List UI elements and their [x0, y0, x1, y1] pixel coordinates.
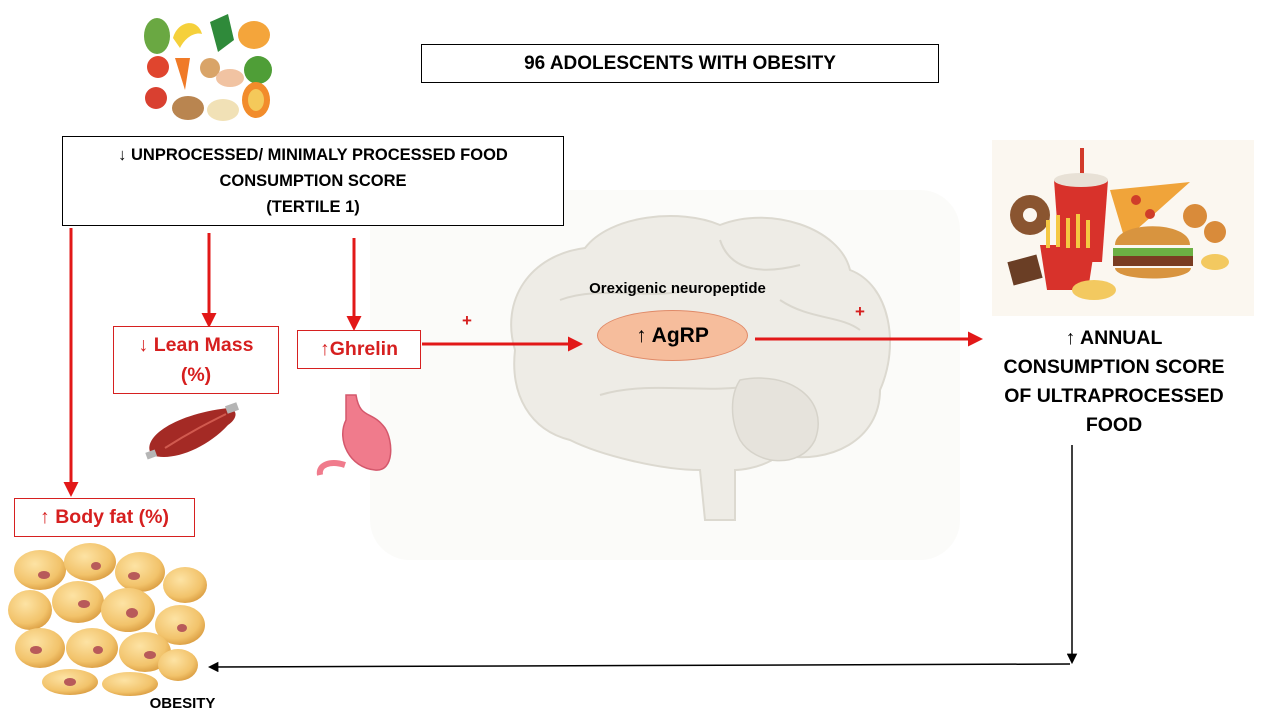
- agrp-label: ↑ AgRP: [636, 323, 709, 347]
- food-box-line-1: ↓ UNPROCESSED/ MINIMALY PROCESSED FOOD: [118, 146, 508, 164]
- ultraprocessed-consumption-text: ↑ ANNUAL CONSUMPTION SCORE OF ULTRAPROCE…: [990, 324, 1238, 440]
- body-fat-label: ↑ Body fat (%): [40, 506, 169, 528]
- obesity-label: OBESITY: [149, 695, 216, 712]
- orexigenic-label: Orexigenic neuropeptide: [589, 280, 766, 297]
- ghrelin-box: ↑Ghrelin: [297, 330, 421, 369]
- arrow-left-to-obesity: [207, 661, 1071, 673]
- agrp-node: ↑ AgRP: [597, 310, 748, 361]
- arrows-red: [63, 228, 983, 497]
- food-box-line-3: (TERTILE 1): [266, 198, 360, 216]
- body-fat-box: ↑ Body fat (%): [14, 498, 195, 537]
- plus-sign-agrp: +: [855, 302, 865, 321]
- uf-line-3: OF ULTRAPROCESSED: [1004, 385, 1224, 407]
- healthy-food-icon: [144, 14, 272, 121]
- uf-line-4: FOOD: [1085, 414, 1143, 436]
- plus-sign-ghrelin: +: [462, 311, 472, 330]
- lean-mass-line-1: ↓ Lean Mass: [138, 334, 254, 356]
- study-title: 96 ADOLESCENTS WITH OBESITY: [524, 52, 836, 74]
- uf-line-1: ↑ ANNUAL: [1065, 327, 1163, 349]
- brain-illustration: [510, 215, 891, 521]
- muscle-icon: [145, 402, 240, 460]
- ghrelin-label: ↑Ghrelin: [319, 338, 398, 360]
- fat-cells-icon: [8, 543, 207, 696]
- food-box-line-2: CONSUMPTION SCORE: [219, 172, 407, 190]
- study-title-box: 96 ADOLESCENTS WITH OBESITY: [421, 44, 939, 83]
- lean-mass-box: ↓ Lean Mass (%): [113, 326, 279, 394]
- lean-mass-line-2: (%): [180, 364, 212, 386]
- arrows-black: [207, 445, 1078, 673]
- junk-food-icon: [992, 140, 1254, 316]
- unprocessed-food-box: ↓ UNPROCESSED/ MINIMALY PROCESSED FOOD C…: [62, 136, 564, 226]
- uf-line-2: CONSUMPTION SCORE: [1003, 356, 1225, 378]
- stomach-icon: [316, 394, 392, 476]
